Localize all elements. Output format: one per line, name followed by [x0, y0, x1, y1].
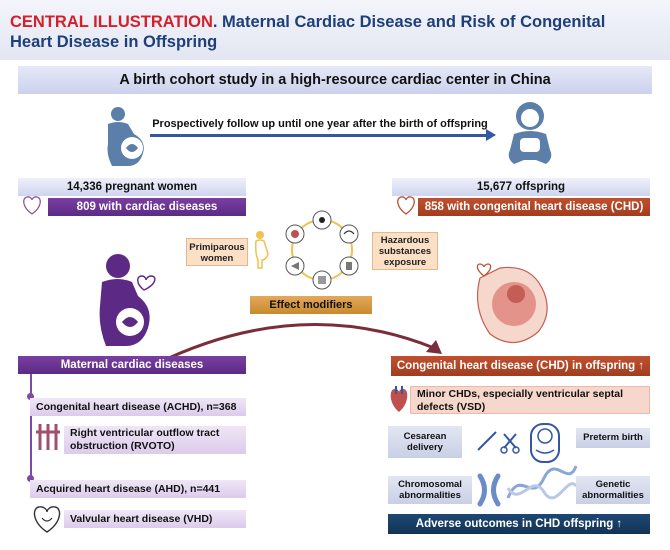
fetus-icon	[476, 263, 548, 344]
modifier-icons	[285, 210, 359, 290]
baby-icon	[530, 423, 560, 463]
maternal-cardiac-header: Maternal cardiac diseases	[18, 356, 246, 374]
title-line-2: Heart Disease in Offspring	[10, 33, 218, 51]
title-line-1: CENTRAL ILLUSTRATION. Maternal Cardiac D…	[10, 12, 660, 32]
scissors-icon	[477, 431, 520, 454]
chd-offspring-count: 858 with congenital heart disease (CHD)	[418, 198, 650, 216]
maternal-branch-line	[30, 374, 32, 496]
association-arrow	[155, 322, 442, 366]
hazardous-modifier: Hazardous substances exposure	[372, 232, 438, 270]
primiparous-modifier: Primiparous women	[186, 238, 248, 266]
signal-icon	[339, 224, 359, 244]
pregnant-woman-icon	[107, 107, 144, 166]
cesarean-delivery: Cesarean delivery	[388, 426, 462, 458]
ahd-item: Acquired heart disease (AHD), n=441	[30, 480, 246, 498]
heart-icon	[397, 196, 415, 215]
ahd-dot	[27, 475, 34, 482]
cardiac-diseases-count: 809 with cardiac diseases	[48, 198, 246, 216]
arrow-line	[150, 134, 490, 137]
arrow-head-icon	[486, 129, 496, 141]
rvoto-icon	[36, 424, 60, 450]
title-text-1: . Maternal Cardiac Disease and Risk of C…	[212, 13, 606, 31]
heart-icon	[390, 386, 408, 412]
chromosome-icon	[477, 473, 501, 507]
effect-modifiers-label: Effect modifiers	[250, 296, 372, 314]
chromosomal-abnormalities: Chromosomal abnormalities	[388, 476, 472, 504]
baby-icon	[508, 102, 552, 164]
offspring-count: 15,677 offspring	[392, 178, 650, 196]
genetic-abnormalities: Genetic abnormalities	[576, 476, 650, 504]
page-header: CENTRAL ILLUSTRATION. Maternal Cardiac D…	[0, 0, 670, 60]
title-label: CENTRAL ILLUSTRATION	[10, 13, 213, 31]
heart-icon	[33, 506, 61, 533]
chd-offspring-header: Congenital heart disease (CHD) in offspr…	[391, 356, 650, 376]
pregnant-women-count: 14,336 pregnant women	[18, 178, 246, 196]
dna-icon	[506, 465, 578, 500]
preterm-birth: Preterm birth	[576, 428, 650, 448]
heart-icon	[23, 196, 41, 215]
achd-item: Congenital heart disease (ACHD), n=368	[30, 398, 246, 416]
vhd-item: Valvular heart disease (VHD)	[64, 510, 246, 528]
minor-chd-item: Minor CHDs, especially ventricular septa…	[410, 386, 650, 414]
study-subtitle: A birth cohort study in a high-resource …	[18, 66, 652, 94]
achd-dot	[27, 393, 34, 400]
follow-up-arrow: Prospectively follow up until one year a…	[150, 118, 496, 141]
pregnant-woman-icon	[255, 231, 269, 269]
pregnant-woman-icon	[99, 254, 156, 346]
adverse-outcomes-bar: Adverse outcomes in CHD offspring ↑	[388, 514, 650, 534]
rvoto-item: Right ventricular outflow tract obstruct…	[64, 426, 246, 454]
follow-up-text: Prospectively follow up until one year a…	[152, 118, 488, 130]
